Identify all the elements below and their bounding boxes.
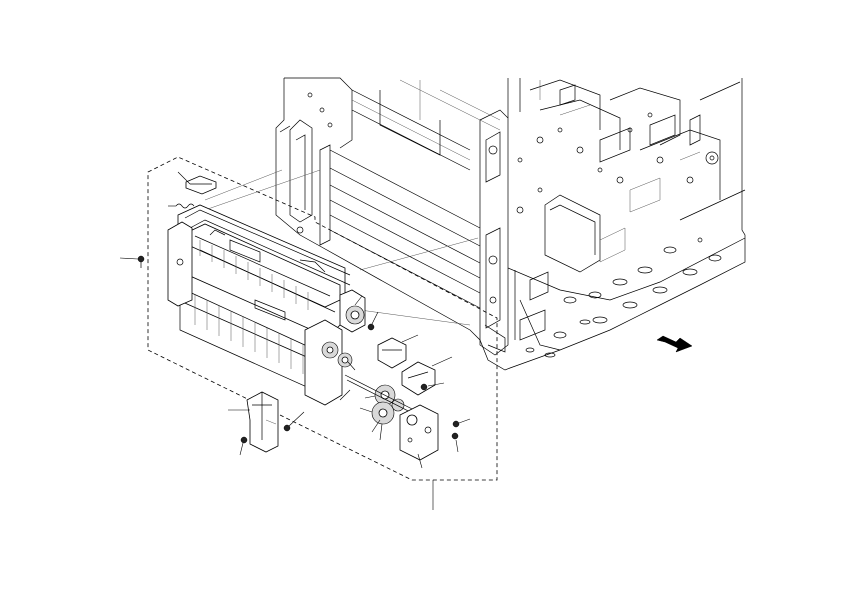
leader-8 (364, 395, 376, 399)
clip-bracket (185, 175, 217, 195)
leader-17 (288, 411, 305, 427)
leader-16 (239, 442, 244, 456)
leader-14 (455, 439, 459, 453)
screw-right-3 (451, 432, 459, 440)
assembly-group-boundary (147, 156, 498, 481)
spring (175, 203, 195, 209)
printer-main-frame (275, 77, 746, 371)
leader-4 (371, 311, 379, 325)
screw-center (367, 323, 375, 331)
screw-left (137, 255, 145, 268)
leader-7 (427, 382, 445, 387)
transfer-unit (167, 204, 366, 406)
bracket-angled (401, 361, 436, 396)
leader-11 (371, 419, 381, 433)
cover-lower-left (246, 391, 279, 453)
leader-13 (458, 418, 471, 424)
screw-cover-2 (283, 424, 291, 432)
screw-right-1 (420, 383, 428, 391)
shaft-bracket (344, 374, 439, 461)
leader-20 (347, 361, 356, 371)
front-direction-arrow-icon (656, 335, 693, 353)
alignment-guides (204, 169, 479, 326)
leader-9 (359, 407, 373, 413)
leader-5 (401, 334, 419, 343)
leader-19 (339, 389, 351, 401)
bracket-small (377, 337, 407, 369)
screw-cover-1 (240, 436, 248, 444)
screw-right-2 (452, 420, 460, 428)
leader-12 (417, 453, 423, 469)
leader-6 (431, 356, 453, 367)
leader-10 (379, 423, 383, 441)
leader-3 (119, 257, 139, 260)
leader-1 (177, 171, 191, 185)
leader-18 (354, 295, 363, 306)
